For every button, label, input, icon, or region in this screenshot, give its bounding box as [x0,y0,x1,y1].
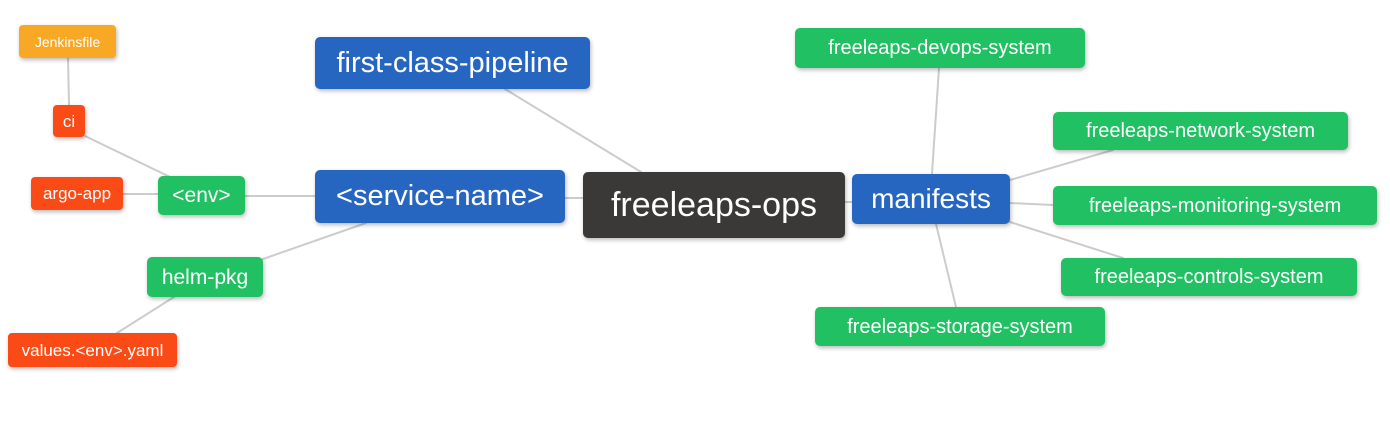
node-freeleaps-devops-system[interactable]: freeleaps-devops-system [795,28,1085,68]
node-freeleaps-monitoring-system[interactable]: freeleaps-monitoring-system [1053,186,1377,225]
node-service-name[interactable]: <service-name> [315,170,565,223]
edge-jenkinsfile-ci [67,57,70,106]
node-freeleaps-controls-system[interactable]: freeleaps-controls-system [1061,258,1357,296]
node-jenkinsfile[interactable]: Jenkinsfile [19,25,116,58]
edge-manifests-storage [935,223,957,308]
node-ci[interactable]: ci [53,105,85,137]
edge-first-class-pipeline-ops [504,88,642,173]
edge-manifests-controls [1009,221,1124,259]
node-helm-pkg[interactable]: helm-pkg [147,257,263,297]
node-freeleaps-ops[interactable]: freeleaps-ops [583,172,845,238]
node-freeleaps-network-system[interactable]: freeleaps-network-system [1053,112,1348,150]
node-first-class-pipeline[interactable]: first-class-pipeline [315,37,590,89]
edge-values-env-yaml-helm-pkg [116,296,175,334]
node-env[interactable]: <env> [158,176,245,215]
node-values-env-yaml[interactable]: values.<env>.yaml [8,333,177,367]
node-manifests[interactable]: manifests [852,174,1010,224]
edge-helm-pkg-service-name [262,222,367,260]
edge-manifests-monitoring [1009,202,1054,206]
node-freeleaps-storage-system[interactable]: freeleaps-storage-system [815,307,1105,346]
edge-ci-env [84,135,171,178]
edge-manifests-devops [931,67,940,175]
node-argo-app[interactable]: argo-app [31,177,123,210]
edge-manifests-network [1009,149,1114,181]
